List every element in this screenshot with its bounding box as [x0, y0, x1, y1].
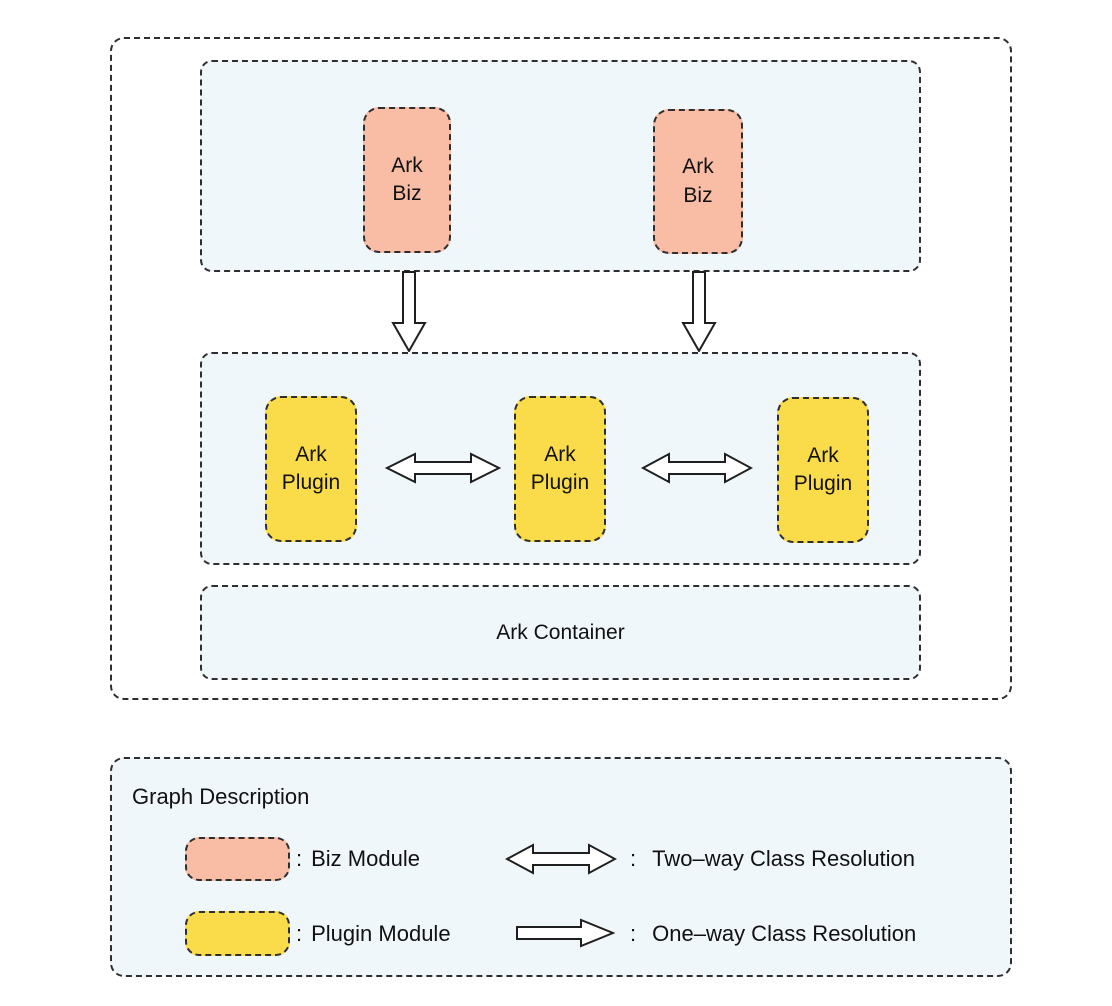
legend-item-one-way: : One–way Class Resolution: [630, 911, 916, 956]
ark-plugin-node-2: Ark Plugin: [514, 396, 606, 542]
two-way-arrow-icon: [505, 843, 617, 875]
ark-container-panel: Ark Container: [200, 585, 921, 680]
legend-item-plugin-module: : Plugin Module: [296, 911, 451, 956]
ark-plugin-node-3: Ark Plugin: [777, 397, 869, 543]
legend-title: Graph Description: [132, 784, 310, 809]
one-way-arrow-icon: [516, 918, 615, 948]
legend-item-plugin-module-label: Plugin Module: [311, 920, 451, 946]
ark-container-label: Ark Container: [496, 620, 625, 644]
ark-plugin-node-1: Ark Plugin: [265, 396, 357, 542]
two-way-arrow-icon: [641, 452, 753, 484]
ark-plugin-node-1-label: Ark Plugin: [281, 442, 341, 494]
legend-item-two-way: : Two–way Class Resolution: [630, 837, 915, 881]
colon: :: [630, 920, 637, 946]
down-arrow-icon: [391, 271, 427, 353]
legend-item-biz-module-label: Biz Module: [311, 846, 420, 871]
legend-item-two-way-label: Two–way Class Resolution: [652, 846, 916, 871]
colon: :: [630, 846, 637, 871]
legend-item-biz-module: : Biz Module: [296, 837, 420, 881]
ark-plugin-node-2-label: Ark Plugin: [530, 442, 590, 494]
legend-item-one-way-label: One–way Class Resolution: [652, 920, 917, 946]
colon: :: [296, 920, 303, 946]
down-arrow-icon: [681, 271, 717, 353]
ark-plugin-node-3-label: Ark Plugin: [793, 443, 853, 495]
plugin-module-swatch: [185, 911, 290, 956]
biz-module-swatch: [185, 837, 290, 881]
colon: :: [296, 846, 303, 871]
two-way-arrow-icon: [385, 452, 501, 484]
ark-biz-node-1-label: Ark Biz: [391, 153, 423, 205]
ark-biz-node-1: Ark Biz: [363, 107, 451, 253]
ark-biz-node-2-label: Ark Biz: [682, 155, 714, 207]
ark-biz-node-2: Ark Biz: [653, 109, 743, 254]
biz-layer-panel: [200, 60, 921, 272]
